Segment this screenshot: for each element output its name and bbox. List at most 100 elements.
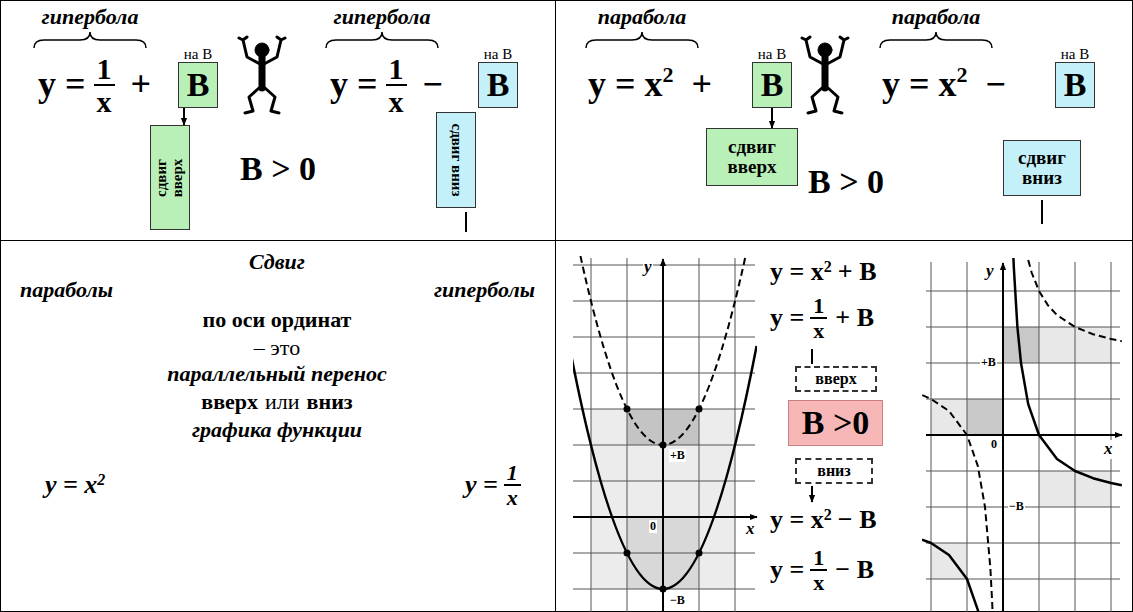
points bbox=[624, 406, 703, 593]
formula-group: B > 0 bbox=[808, 163, 884, 200]
connector-arrow bbox=[183, 108, 185, 125]
x-axis bbox=[926, 434, 1122, 436]
label-text: Сдвиг bbox=[249, 250, 305, 274]
shift-amount-box: на BB bbox=[478, 62, 518, 108]
shift-amount-box: на BB bbox=[178, 62, 218, 108]
label-text: − bbox=[423, 65, 444, 105]
monkey-body bbox=[259, 57, 266, 88]
formula-group: y =1x − B bbox=[770, 546, 874, 594]
label-text: вниз bbox=[307, 390, 353, 414]
label-text: y = bbox=[770, 304, 804, 333]
formula-group: B > 0 bbox=[240, 150, 316, 187]
fraction: 1x bbox=[94, 53, 115, 118]
formula-group: параллельный перенос bbox=[167, 362, 386, 386]
label-text: +B bbox=[669, 449, 686, 462]
node-text: B bbox=[187, 67, 210, 103]
fraction: 1x bbox=[810, 546, 827, 594]
label-text: y = x bbox=[45, 471, 97, 500]
label-text: B > 0 bbox=[240, 150, 316, 187]
label-text: − B bbox=[835, 556, 874, 585]
formula-group: гипербола bbox=[334, 4, 431, 30]
node-text: B bbox=[1064, 67, 1087, 103]
grid bbox=[926, 262, 1120, 612]
label-text: x bbox=[504, 486, 521, 509]
label-text: 0 bbox=[990, 438, 998, 451]
label-text: + bbox=[131, 65, 152, 105]
label-text: 1 bbox=[386, 53, 407, 87]
label-text: y bbox=[985, 262, 995, 281]
label-text: x bbox=[1103, 440, 1114, 459]
y-axis bbox=[1002, 263, 1004, 612]
brace bbox=[880, 32, 992, 48]
label-text: 1 bbox=[810, 546, 827, 571]
monkey-figure bbox=[239, 37, 285, 113]
formula-group: y = x2+ B bbox=[770, 258, 877, 287]
label-text: y bbox=[643, 258, 653, 277]
formula-group: гиперболы bbox=[434, 278, 535, 302]
label-text: +B bbox=[980, 356, 997, 369]
formula-group: y bbox=[985, 262, 995, 281]
fraction: 1x bbox=[504, 461, 521, 509]
shift-down-box: сдвиг вниз bbox=[436, 112, 476, 208]
monkey-legs bbox=[245, 88, 279, 113]
point bbox=[624, 406, 631, 413]
y-axis bbox=[662, 259, 664, 612]
label-text: гипербола bbox=[334, 4, 431, 30]
node-text: сдвиг вверх bbox=[154, 138, 186, 218]
formula-group: y =1x− bbox=[330, 53, 443, 118]
parabola-up bbox=[573, 256, 757, 445]
formula-group: вверхиливниз bbox=[201, 390, 352, 414]
label-text: графика функции bbox=[192, 418, 362, 442]
formula-group: x bbox=[1103, 440, 1114, 459]
formula-group: 0 bbox=[990, 438, 998, 451]
formula-group: −B bbox=[669, 594, 686, 607]
monkey-figure bbox=[802, 37, 848, 113]
label-text: y = x bbox=[770, 258, 824, 287]
label-text: + bbox=[692, 65, 713, 105]
fraction: 1x bbox=[386, 53, 407, 118]
label-text: 1 bbox=[94, 53, 115, 87]
formula-group: по оси ординат bbox=[203, 308, 352, 332]
label-text: − bbox=[986, 65, 1007, 105]
direction-box: вверх bbox=[795, 366, 877, 392]
hyperbola-down bbox=[1013, 258, 1122, 485]
parabola-down bbox=[573, 346, 757, 589]
label-text: параллельный перенос bbox=[167, 362, 386, 386]
direction-box: вниз bbox=[795, 458, 873, 484]
brace bbox=[326, 32, 438, 48]
node-text: B >0 bbox=[802, 405, 870, 441]
formula-group: x bbox=[745, 520, 756, 539]
node-text: B bbox=[487, 67, 510, 103]
label-text: x bbox=[745, 520, 756, 539]
label-text: y = bbox=[38, 65, 86, 105]
point bbox=[660, 586, 667, 593]
formula-group: y = x2+ bbox=[588, 65, 712, 105]
node-text: вверх bbox=[815, 371, 856, 388]
fraction: 1x bbox=[810, 294, 827, 342]
formula-group: y = x2− bbox=[882, 65, 1006, 105]
connector-arrow bbox=[771, 108, 773, 128]
shading bbox=[967, 399, 1003, 435]
label-text: B > 0 bbox=[808, 163, 884, 200]
label-text: y = bbox=[330, 65, 378, 105]
label-text: y = bbox=[770, 556, 804, 585]
label-text: 2 bbox=[824, 506, 832, 524]
label-text: − B bbox=[838, 506, 877, 535]
point bbox=[696, 406, 703, 413]
pointer-arrow bbox=[466, 200, 1042, 502]
hyperbolas bbox=[922, 258, 1122, 612]
node-text: вниз bbox=[817, 463, 851, 480]
formula-group: +B bbox=[669, 449, 686, 462]
monkey-arms bbox=[239, 37, 285, 64]
hyperbola-up bbox=[922, 395, 993, 612]
label-text: x bbox=[386, 86, 407, 118]
label-text: x bbox=[94, 86, 115, 118]
x-axis bbox=[573, 516, 757, 518]
label-text: по оси ординат bbox=[203, 308, 352, 332]
label-text: x bbox=[810, 571, 827, 594]
label-text: парабола bbox=[892, 4, 981, 30]
